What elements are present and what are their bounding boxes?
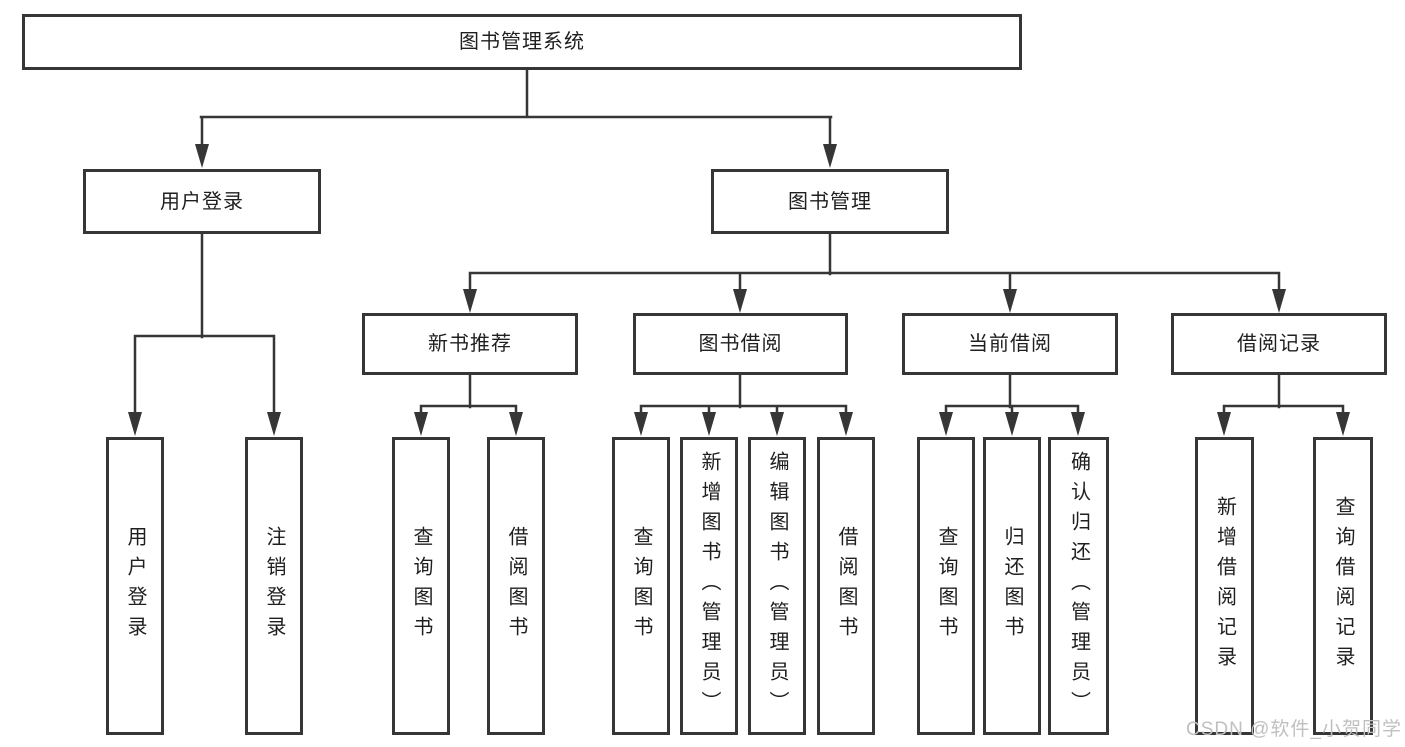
leaf-query-borrow-record-label: 查询借阅记录 <box>1332 496 1354 676</box>
leaf-borrow-books-recommend: 借阅图书 <box>487 437 545 735</box>
leaf-return-book-label: 归还图书 <box>1001 526 1023 646</box>
leaf-confirm-return-admin: 确认归还（管理员） <box>1048 437 1109 735</box>
leaf-logout: 注销登录 <box>245 437 303 735</box>
leaf-edit-book-admin: 编辑图书（管理员） <box>748 437 806 735</box>
leaf-add-borrow-record-label: 新增借阅记录 <box>1213 496 1236 676</box>
node-root-label: 图书管理系统 <box>459 31 585 53</box>
leaf-query-books-recommend-label: 查询图书 <box>410 526 432 646</box>
node-user-login: 用户登录 <box>83 169 321 234</box>
node-book-borrowing: 图书借阅 <box>633 313 848 375</box>
node-book-management-label: 图书管理 <box>788 190 872 213</box>
node-user-login-label: 用户登录 <box>160 190 244 213</box>
leaf-return-book: 归还图书 <box>983 437 1041 735</box>
leaf-query-books-borrowing: 查询图书 <box>612 437 670 735</box>
node-new-book-recommend: 新书推荐 <box>362 313 578 375</box>
leaf-query-borrow-record: 查询借阅记录 <box>1313 437 1373 735</box>
node-root: 图书管理系统 <box>22 14 1022 70</box>
leaf-user-login-label: 用户登录 <box>124 526 146 646</box>
leaf-add-book-admin-label: 新增图书（管理员） <box>698 451 720 721</box>
leaf-borrow-books-borrowing: 借阅图书 <box>817 437 875 735</box>
leaf-logout-label: 注销登录 <box>263 526 285 646</box>
node-borrow-records: 借阅记录 <box>1171 313 1387 375</box>
leaf-query-books-current-label: 查询图书 <box>935 526 957 646</box>
node-borrow-records-label: 借阅记录 <box>1237 333 1321 355</box>
watermark: CSDN @软件_小贺同学 <box>1186 719 1402 740</box>
node-new-book-recommend-label: 新书推荐 <box>428 333 512 355</box>
leaf-borrow-books-borrowing-label: 借阅图书 <box>835 526 857 646</box>
node-book-management: 图书管理 <box>711 169 949 234</box>
leaf-query-books-current: 查询图书 <box>917 437 975 735</box>
leaf-add-book-admin: 新增图书（管理员） <box>680 437 738 735</box>
node-current-borrowing-label: 当前借阅 <box>968 333 1052 355</box>
leaf-user-login: 用户登录 <box>106 437 164 735</box>
leaf-borrow-books-recommend-label: 借阅图书 <box>505 526 527 646</box>
node-book-borrowing-label: 图书借阅 <box>698 333 783 355</box>
leaf-confirm-return-admin-label: 确认归还（管理员） <box>1067 451 1090 721</box>
leaf-query-books-recommend: 查询图书 <box>392 437 450 735</box>
leaf-add-borrow-record: 新增借阅记录 <box>1195 437 1254 735</box>
leaf-query-books-borrowing-label: 查询图书 <box>630 526 652 646</box>
leaf-edit-book-admin-label: 编辑图书（管理员） <box>766 451 788 721</box>
node-current-borrowing: 当前借阅 <box>902 313 1118 375</box>
